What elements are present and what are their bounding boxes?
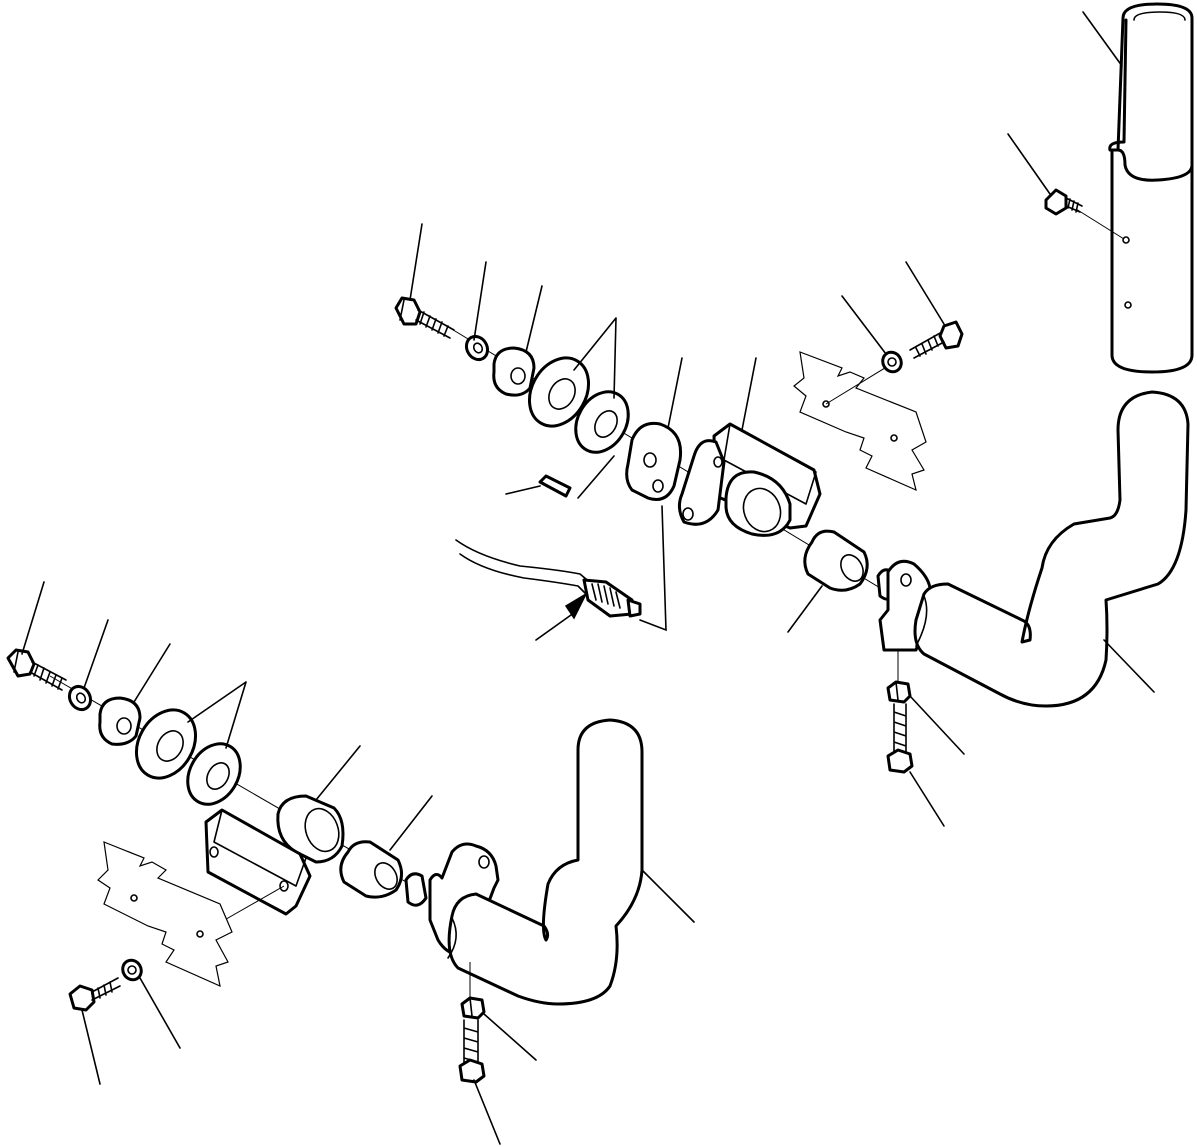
upper-lever-bolt xyxy=(886,703,914,774)
upper-lever xyxy=(876,390,1190,708)
leader-lower-lever xyxy=(641,869,695,923)
leader-lower-bushing-small xyxy=(389,795,433,851)
upper-mount-plate xyxy=(793,351,927,492)
lower-bushing-large xyxy=(276,794,345,864)
upper-thick-washer xyxy=(492,346,536,397)
leader-upper-lever xyxy=(1103,639,1155,693)
proximity-sensor xyxy=(455,539,642,618)
lower-spring-washer xyxy=(67,684,93,712)
lower-lever xyxy=(404,718,644,1006)
upper-bolt xyxy=(394,296,455,339)
leader-lower-thick-washer xyxy=(133,643,171,703)
lower-plate-bolt xyxy=(68,977,121,1012)
leader-upper-bushing xyxy=(787,585,823,633)
leader-lower-lever-bolt xyxy=(473,1079,501,1145)
leader-upper-holder xyxy=(741,357,757,431)
leader-lower-bushing-large xyxy=(315,745,361,801)
leader-upper-lever-bolt xyxy=(909,771,945,827)
lower-lever-nut xyxy=(460,996,486,1020)
leader-upper-lever-nut xyxy=(909,695,965,755)
leader-upper-bolt xyxy=(409,223,423,301)
leader-vertical-tube xyxy=(1082,11,1123,67)
leader-sensor-bracket xyxy=(639,505,667,632)
lower-bolt xyxy=(6,648,67,691)
lower-shim-1 xyxy=(134,708,198,780)
leader-upper-shims xyxy=(573,317,617,399)
leader-lower-plate-washer xyxy=(139,977,181,1049)
lower-thick-washer xyxy=(98,696,142,746)
lower-plate-washer xyxy=(121,958,143,982)
leader-lower-spring-washer xyxy=(83,619,109,689)
lower-lever-bolt xyxy=(458,1019,486,1084)
axis-tube-bolt xyxy=(1075,208,1125,240)
leader-upper-spring-washer xyxy=(473,261,487,341)
lower-mount-plate xyxy=(97,841,233,988)
upper-shim-2 xyxy=(574,390,630,454)
leader-tube-bolt xyxy=(1007,133,1051,195)
leader-upper-plate-bolt xyxy=(905,261,945,325)
leader-upper-plate-washer xyxy=(841,295,887,355)
upper-bushing xyxy=(803,529,869,592)
tube-set-bolt xyxy=(1044,188,1083,216)
vertical-tube xyxy=(1108,2,1194,374)
leader-sensor-plate xyxy=(667,357,683,429)
leader-lower-bolt xyxy=(21,581,45,655)
leader-upper-pin xyxy=(505,485,541,495)
leader-lower-plate-bolt xyxy=(81,1009,101,1085)
upper-pin xyxy=(538,474,572,498)
upper-spring-washer xyxy=(464,334,490,362)
lower-bushing-small xyxy=(339,840,403,899)
upper-holder-block xyxy=(677,422,822,537)
sensor-arrow xyxy=(535,592,588,641)
upper-shim-1 xyxy=(527,356,591,428)
leader-lower-shims xyxy=(187,681,247,749)
sensor-bracket-plate xyxy=(625,421,683,501)
leader-pin-to-shim xyxy=(577,455,615,499)
leader-upper-thick-washer xyxy=(525,285,543,353)
upper-plate-washer xyxy=(881,350,903,374)
lower-shim-2 xyxy=(186,742,242,806)
leader-lower-lever-nut xyxy=(483,1013,537,1061)
upper-lever-nut xyxy=(886,680,912,704)
lower-holder-block xyxy=(204,808,312,916)
upper-plate-bolt xyxy=(909,320,964,359)
